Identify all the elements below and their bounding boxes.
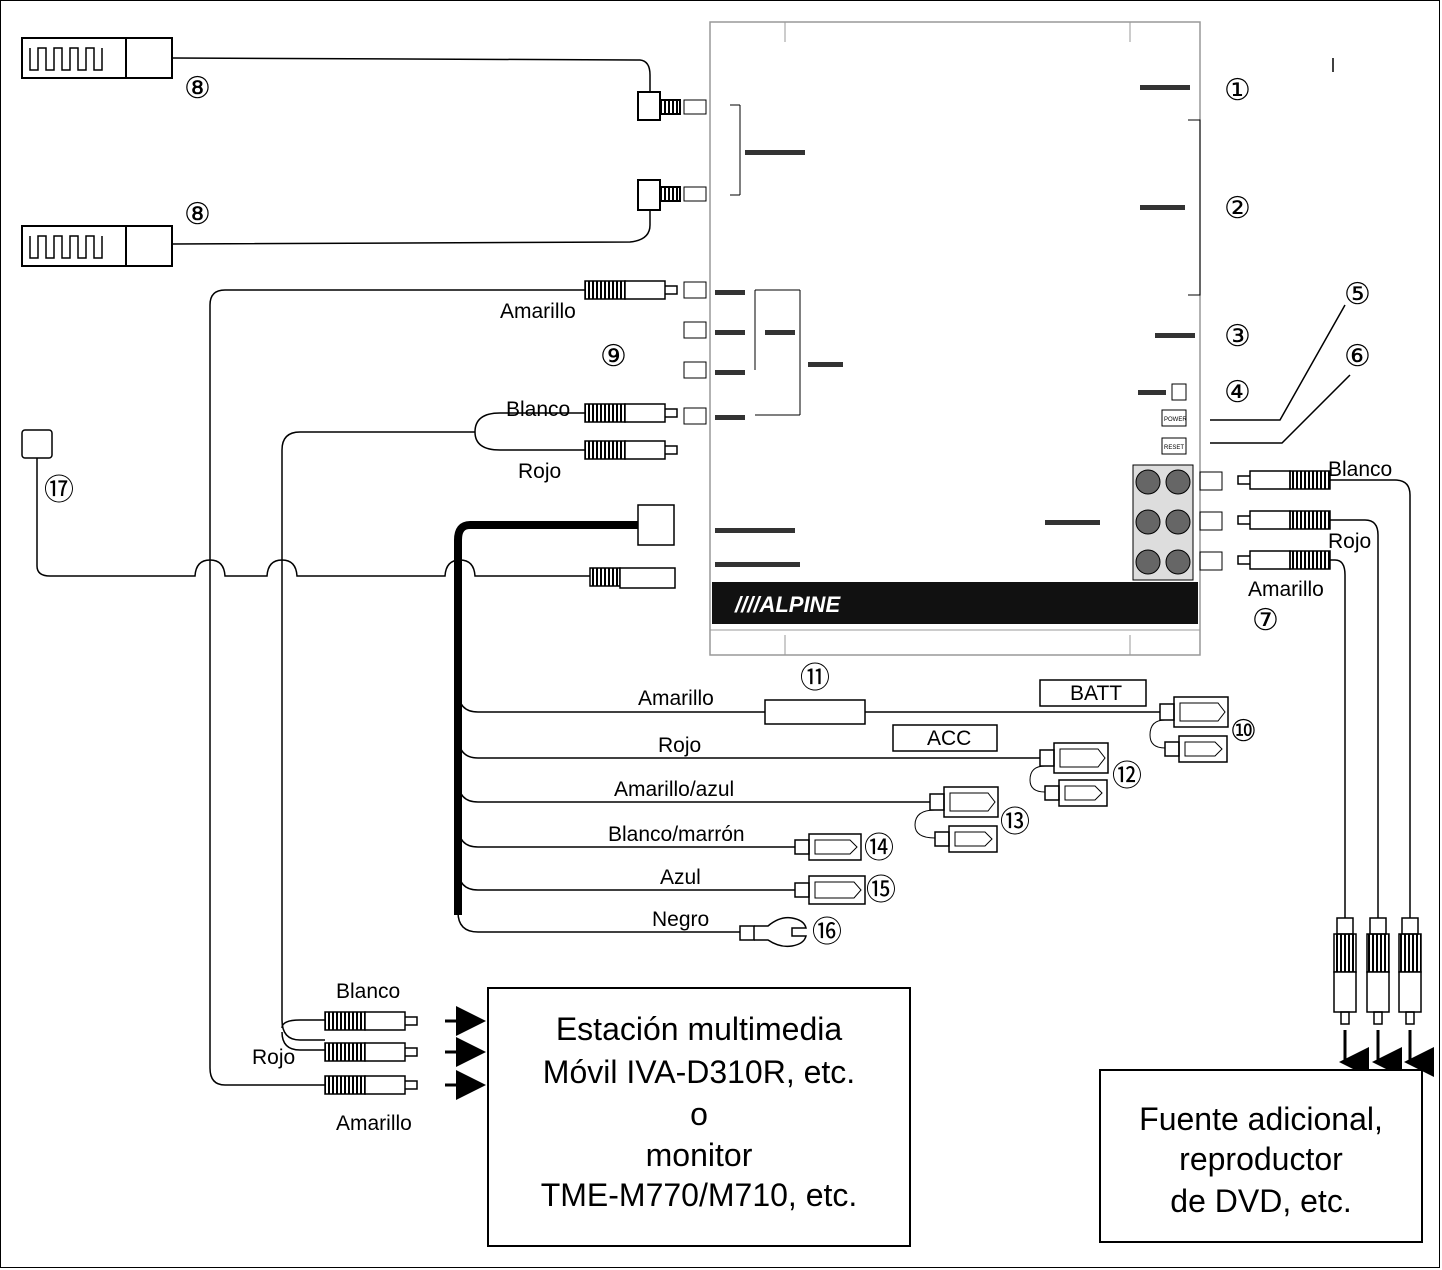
- tuner-unit: ////ALPINE: [683, 21, 1223, 656]
- callout-2: ②: [1224, 192, 1251, 225]
- source-box: Fuente adicional, reproductor de DVD, et…: [1099, 1069, 1423, 1243]
- callout-13: ⑬: [1000, 806, 1030, 839]
- aux-jack-grid: [1132, 464, 1194, 581]
- arrows-to-monitor: [445, 1006, 486, 1100]
- label-batt: BATT: [1070, 682, 1122, 705]
- label-amarillo-out: Amarillo: [500, 300, 576, 323]
- svg-text:o: o: [690, 1096, 708, 1132]
- svg-text:Móvil IVA-D310R, etc.: Móvil IVA-D310R, etc.: [543, 1054, 855, 1090]
- label-blanco-out: Blanco: [506, 398, 570, 421]
- svg-text:monitor: monitor: [646, 1137, 753, 1173]
- callout-12: ⑫: [1112, 760, 1142, 793]
- callout-15: ⑮: [866, 874, 896, 907]
- remote-sensor: [21, 429, 676, 589]
- callout-6: ⑥: [1344, 340, 1371, 373]
- reset-button: [1161, 437, 1187, 455]
- power-button: [1161, 409, 1187, 427]
- label-amarillo-bottom: Amarillo: [336, 1112, 412, 1135]
- callout-9: ⑨: [600, 340, 627, 373]
- callout-8b: ⑧: [184, 198, 211, 231]
- callout-16: ⑯: [812, 916, 842, 949]
- svg-text:POWER: POWER: [1164, 417, 1187, 423]
- svg-text:TME-M770/M710, etc.: TME-M770/M710, etc.: [541, 1177, 858, 1213]
- monitor-box: Estación multimedia Móvil IVA-D310R, etc…: [487, 987, 911, 1247]
- label-wire-amarillo-azul: Amarillo/azul: [614, 778, 734, 801]
- brand-bar: [712, 582, 1198, 624]
- power-harness: [454, 504, 1229, 948]
- callout-14: ⑭: [864, 832, 894, 865]
- label-rojo-out: Rojo: [518, 460, 561, 483]
- callout-numbers: ① ② ③ ④ ⑤ ⑥ ⑦ ⑧ ⑧ ⑨ ⑩ ⑪ ⑫ ⑬ ⑭ ⑮ ⑯ ⑰: [44, 72, 1371, 949]
- label-rojo-bottom: Rojo: [252, 1046, 295, 1069]
- antenna-bottom: [21, 179, 681, 267]
- svg-text:reproductor: reproductor: [1179, 1141, 1343, 1177]
- callout-11: ⑪: [800, 662, 830, 695]
- aux-input-cables: [1237, 470, 1422, 1025]
- callout-17: ⑰: [44, 474, 74, 507]
- brand-logo: ////ALPINE: [734, 592, 841, 617]
- svg-text:Estación multimedia: Estación multimedia: [556, 1011, 843, 1047]
- label-blanco-bottom: Blanco: [336, 980, 400, 1003]
- label-wire-amarillo: Amarillo: [638, 687, 714, 710]
- callout-4: ④: [1224, 376, 1251, 409]
- label-acc: ACC: [927, 727, 971, 750]
- label-wire-azul: Azul: [660, 866, 701, 889]
- callout-5: ⑤: [1344, 278, 1371, 311]
- callout-10: ⑩: [1230, 715, 1257, 748]
- callout-7: ⑦: [1252, 604, 1279, 637]
- label-wire-rojo: Rojo: [658, 734, 701, 757]
- label-blanco-in: Blanco: [1328, 458, 1392, 481]
- label-wire-blanco-marron: Blanco/marrón: [608, 823, 745, 846]
- callout-1: ①: [1224, 74, 1251, 107]
- svg-text:Fuente adicional,: Fuente adicional,: [1139, 1101, 1383, 1137]
- antenna-top: [21, 37, 681, 121]
- arrows-from-source: [1339, 1030, 1434, 1077]
- svg-text:de DVD, etc.: de DVD, etc.: [1170, 1183, 1351, 1219]
- label-rojo-in: Rojo: [1328, 530, 1371, 553]
- leader-lines: [1210, 58, 1351, 444]
- label-amarillo-in: Amarillo: [1248, 578, 1324, 601]
- video-out-cables: [209, 280, 678, 1086]
- callout-3: ③: [1224, 320, 1251, 353]
- label-wire-negro: Negro: [652, 908, 709, 931]
- svg-text:RESET: RESET: [1164, 445, 1184, 451]
- wire-labels: Amarillo Blanco Rojo Blanco Rojo Amarill…: [252, 300, 1392, 1135]
- callout-8a: ⑧: [184, 72, 211, 105]
- output-rca-plugs: [324, 1011, 418, 1095]
